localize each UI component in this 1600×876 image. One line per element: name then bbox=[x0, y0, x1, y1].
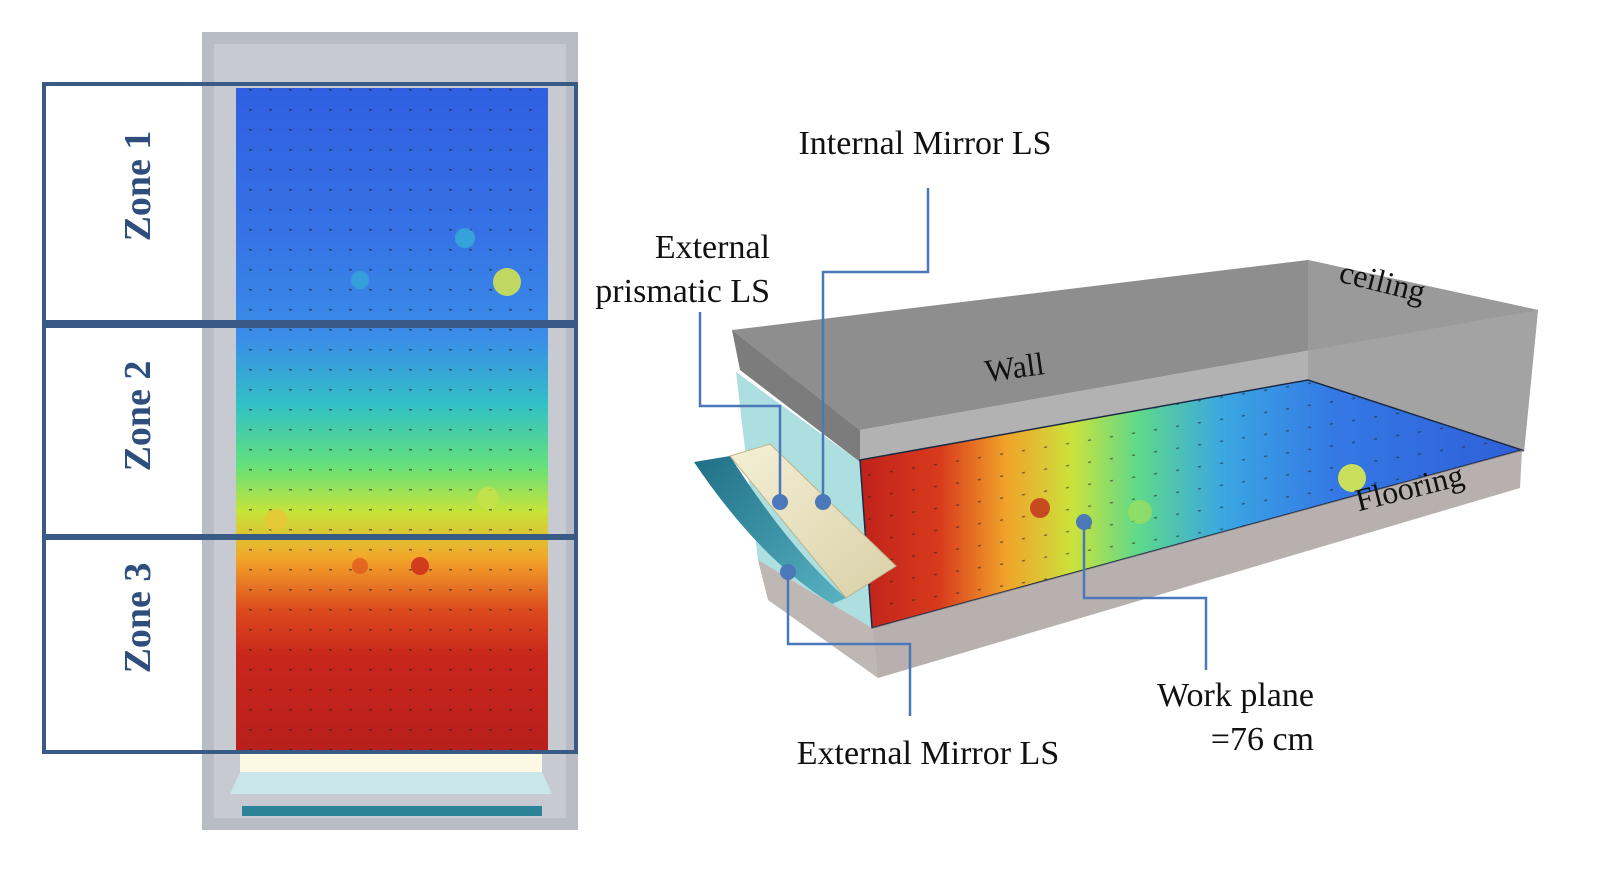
plan-hotspot bbox=[411, 557, 429, 575]
plan-sensor-grid bbox=[236, 88, 548, 750]
floor-hotspot bbox=[1338, 464, 1366, 492]
zone-3-label: Zone 3 bbox=[117, 563, 159, 674]
label-external-prismatic-line2: prismatic LS bbox=[595, 273, 770, 310]
marker-external-prismatic bbox=[772, 494, 788, 510]
external-mirror-shelf bbox=[694, 456, 846, 604]
plan-external-mirror bbox=[242, 806, 542, 816]
leader-internal-mirror bbox=[821, 188, 930, 502]
floor-hotspot bbox=[1030, 498, 1050, 518]
leader-external-mirror bbox=[786, 572, 912, 716]
plan-internal-shelf bbox=[240, 754, 542, 772]
label-external-mirror: External Mirror LS bbox=[797, 735, 1060, 772]
plan-prismatic-shelf bbox=[230, 772, 552, 794]
plan-hotspot bbox=[493, 268, 521, 296]
marker-external-mirror bbox=[780, 564, 796, 580]
zone-3-label-box bbox=[46, 540, 202, 750]
prismatic-shelf bbox=[729, 443, 897, 599]
floor-hotspot bbox=[1128, 500, 1152, 524]
label-work-plane-line2: =76 cm bbox=[1211, 721, 1314, 758]
leader-external-prismatic bbox=[698, 312, 782, 502]
zone-2-label: Zone 2 bbox=[117, 361, 159, 472]
label-internal-mirror: Internal Mirror LS bbox=[798, 125, 1051, 162]
side-wall-left bbox=[732, 330, 860, 462]
plan-hotspot bbox=[351, 271, 369, 289]
lower-volume bbox=[872, 450, 1522, 678]
zone-1-label-box bbox=[46, 86, 202, 320]
perspective-view: Internal Mirror LS External prismatic LS… bbox=[595, 125, 1538, 772]
marker-internal-mirror bbox=[815, 494, 831, 510]
label-work-plane-line1: Work plane bbox=[1157, 677, 1314, 714]
marker-work-plane bbox=[1076, 514, 1092, 530]
zone-1-label: Zone 1 bbox=[117, 131, 159, 242]
plan-hotspot bbox=[477, 487, 499, 509]
plan-view: Zone 1 Zone 2 Zone 3 bbox=[42, 32, 578, 830]
plan-hotspot bbox=[265, 509, 287, 531]
zone-1-frame bbox=[42, 82, 578, 324]
label-external-prismatic-line1: External bbox=[655, 229, 770, 266]
leader-lines bbox=[698, 188, 1208, 716]
plan-hotspot bbox=[352, 558, 368, 574]
zone-3-frame bbox=[42, 536, 578, 754]
leader-work-plane bbox=[1082, 522, 1208, 670]
label-wall: Wall bbox=[982, 345, 1046, 389]
plan-hotspot bbox=[455, 228, 475, 248]
zone-2-label-box bbox=[46, 328, 202, 534]
